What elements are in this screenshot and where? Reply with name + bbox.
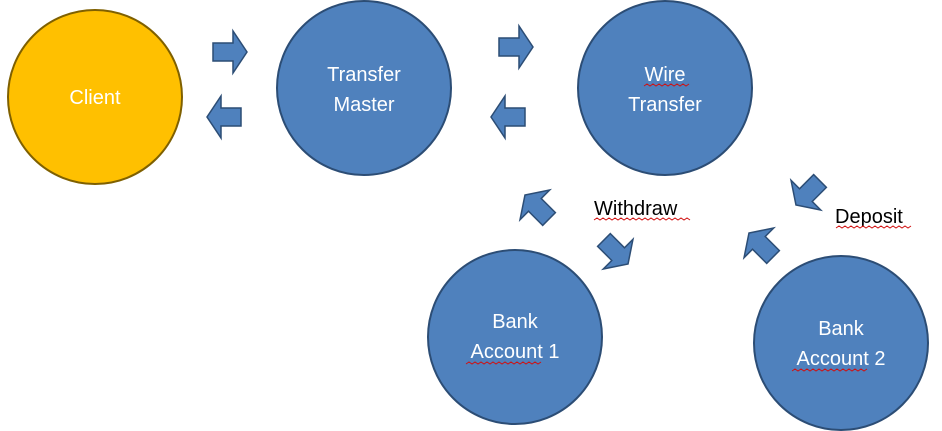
withdraw-spellcheck-underline — [593, 217, 691, 221]
wire-spellcheck-underline — [643, 83, 690, 87]
client-node: Client — [7, 9, 183, 185]
arrow-master-to-wire — [498, 25, 534, 69]
client-circle — [7, 9, 183, 185]
transfer-master-circle — [276, 0, 452, 176]
transfer-master-node: Transfer Master — [276, 0, 452, 176]
arrow-wire-to-account1 — [588, 224, 644, 280]
bank-account-2-circle — [753, 255, 929, 431]
bank-account-1-label-line1: Bank — [492, 311, 539, 333]
deposit-label: Deposit — [835, 206, 903, 228]
bank-account-1-label-line2: Account 1 — [471, 341, 560, 363]
bank-account-2-label-line2: Account 2 — [797, 348, 886, 370]
wire-transfer-circle — [577, 0, 753, 176]
deposit-spellcheck-underline — [835, 225, 912, 229]
arrow-client-to-master — [212, 30, 248, 74]
transfer-master-label-line1: Transfer — [327, 64, 401, 86]
wire-transfer-node: Wire Transfer — [577, 0, 753, 176]
bank-account-2-label-line1: Bank — [818, 318, 865, 340]
bank-account-1-node: Bank Account 1 — [427, 249, 603, 425]
arrow-master-to-client — [206, 95, 242, 139]
wire-transfer-label-line1: Wire — [644, 64, 685, 86]
account-2-spellcheck-underline — [791, 368, 868, 372]
account-1-spellcheck-underline — [465, 361, 542, 365]
arrow-wire-to-master — [490, 95, 526, 139]
arrow-wire-to-account2 — [780, 165, 836, 221]
bank-account-1-circle — [427, 249, 603, 425]
bank-account-2-node: Bank Account 2 — [753, 255, 929, 431]
wire-transfer-label-line2: Transfer — [628, 94, 702, 116]
transfer-master-label-line2: Master — [333, 94, 394, 116]
withdraw-label: Withdraw — [594, 198, 678, 220]
client-label: Client — [69, 87, 121, 109]
arrow-account1-to-wire — [509, 179, 565, 235]
arrow-account2-to-wire — [733, 217, 789, 273]
